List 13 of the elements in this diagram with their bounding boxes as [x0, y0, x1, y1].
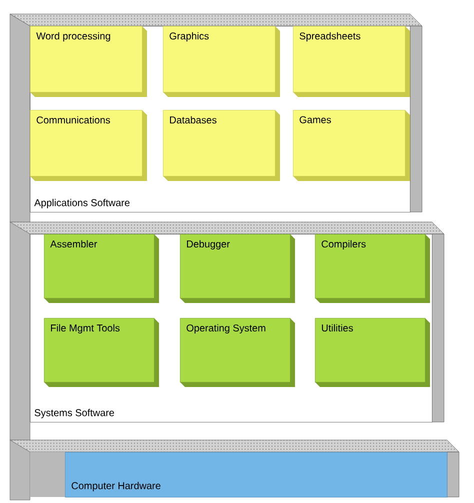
software-box: Communications [30, 110, 142, 176]
software-box: Utilities [315, 318, 426, 382]
hardware-panel: Computer Hardware [65, 452, 448, 498]
software-box: Operating System [180, 318, 290, 382]
software-box: Databases [163, 110, 276, 176]
software-box: Assembler [44, 234, 154, 298]
software-box: Word processing [30, 26, 142, 92]
software-box: Graphics [163, 26, 276, 92]
software-box: File Mgmt Tools [44, 318, 154, 382]
software-box: Compilers [315, 234, 426, 298]
software-box: Spreadsheets [293, 26, 406, 92]
software-box: Debugger [180, 234, 290, 298]
software-box: Games [293, 110, 406, 176]
